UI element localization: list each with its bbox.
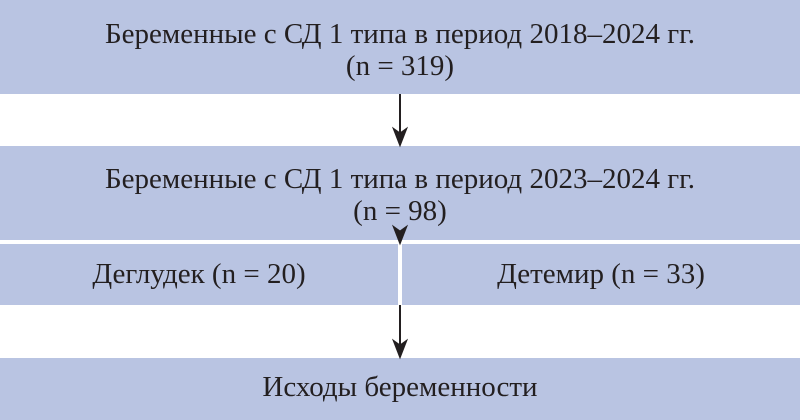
group-divider bbox=[398, 244, 402, 305]
box-selected-pregnant: Беременные с СД 1 типа в период 2023–202… bbox=[0, 146, 800, 240]
box-all-pregnant-count: (n = 319) bbox=[345, 50, 455, 82]
box-all-pregnant-title: Беременные с СД 1 типа в период 2018–202… bbox=[105, 18, 695, 50]
box-outcome: Исходы беременности bbox=[0, 358, 800, 420]
arrow-1 bbox=[391, 94, 409, 148]
box-all-pregnant: Беременные с СД 1 типа в период 2018–202… bbox=[0, 0, 800, 94]
box-selected-pregnant-count: (n = 98) bbox=[353, 195, 447, 227]
box-groups: Деглудек (n = 20) Детемир (n = 33) bbox=[0, 244, 800, 305]
group-degludec: Деглудек (n = 20) bbox=[92, 258, 306, 290]
group-detemir: Детемир (n = 33) bbox=[497, 258, 705, 290]
box-selected-pregnant-title: Беременные с СД 1 типа в период 2023–202… bbox=[105, 163, 695, 195]
box-outcome-label: Исходы беременности bbox=[262, 371, 538, 403]
arrow-3 bbox=[391, 305, 409, 360]
